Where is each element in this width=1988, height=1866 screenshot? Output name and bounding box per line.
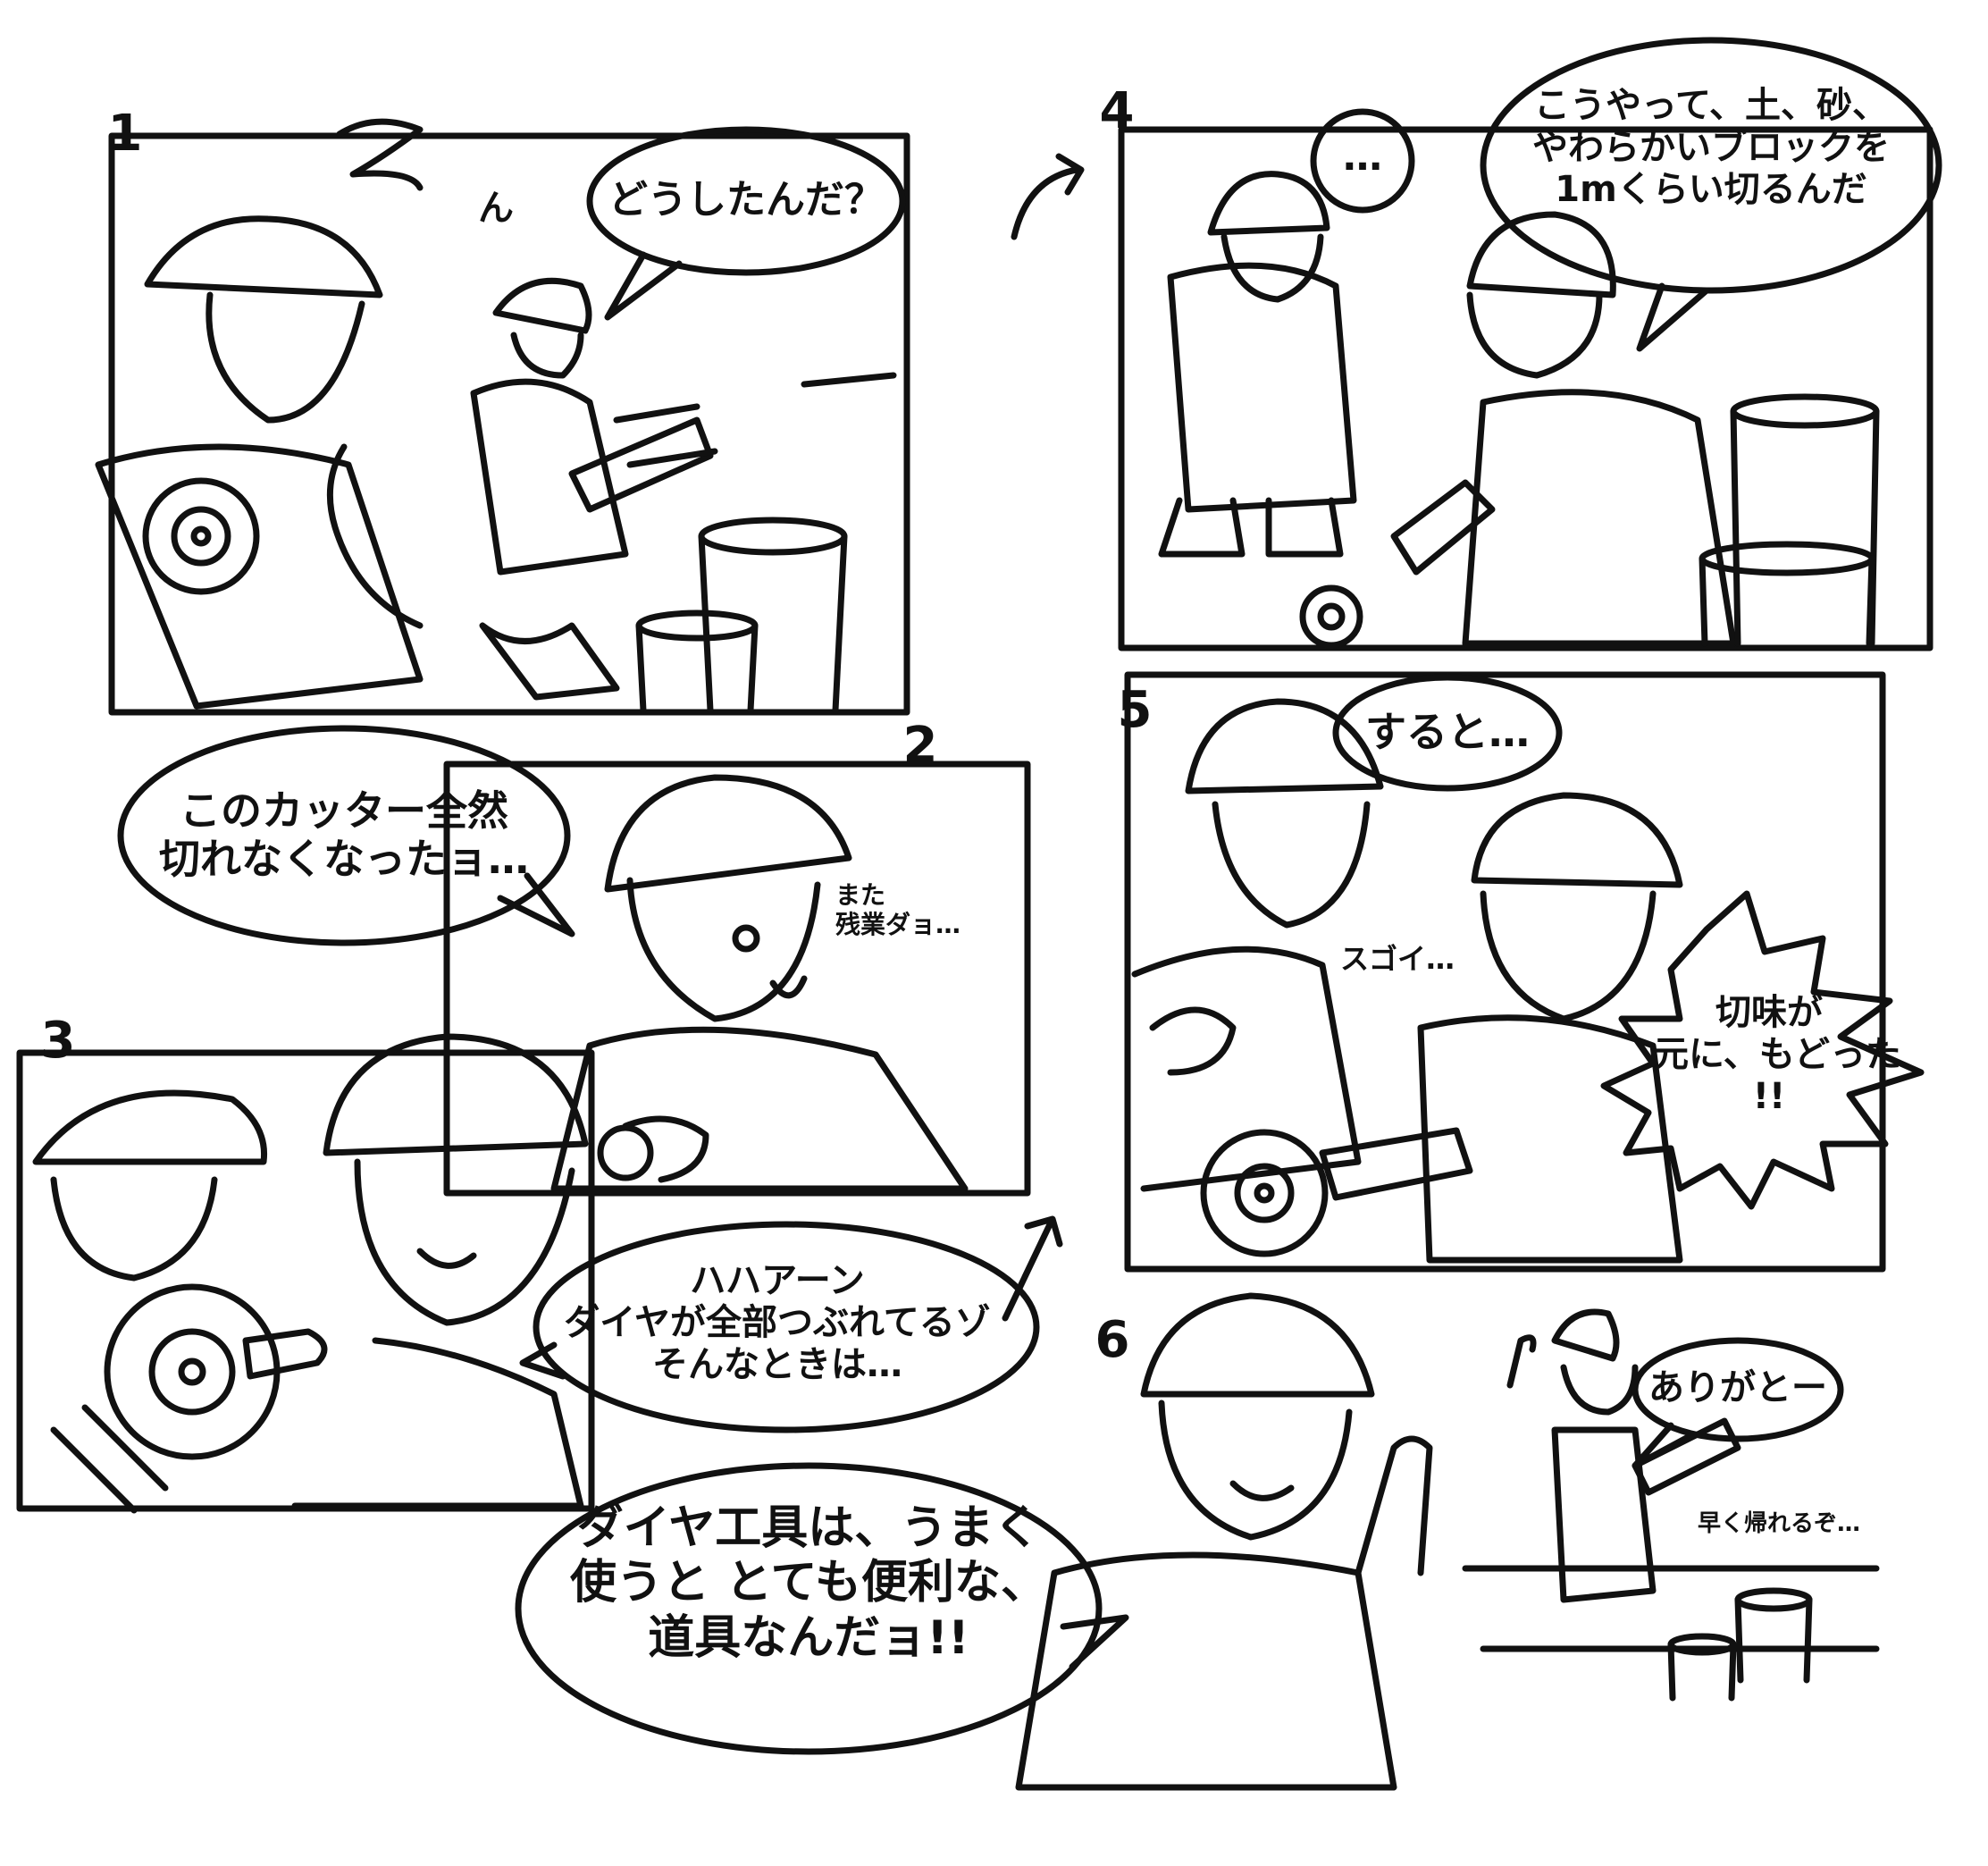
aside-p5: スゴイ… [1340,942,1455,976]
thought-p4: … [1343,134,1382,180]
panel-4-frame [1118,126,1933,651]
panel-number-6: 6 [1095,1311,1130,1369]
bubble-p2-outline [117,725,571,946]
arrow-3-to-5 [1002,1215,1063,1322]
panel-3-art [32,1033,589,1514]
aside-p2: また 残業ダョ… [835,880,961,940]
burst-p5-outline [1600,890,1925,1210]
panel-5-frame [1124,671,1886,1273]
panel-1-frame [108,132,910,716]
panel-number-5: 5 [1117,681,1153,739]
sfx-p1: ん [478,188,514,229]
panel-5-art [1131,698,1683,1264]
bubble-p3-outline [533,1221,1040,1433]
panel-number-4: 4 [1099,82,1135,140]
bubble-p4-thought-outline [1310,108,1415,214]
panel-number-1: 1 [107,105,143,163]
aside-p6: 早く帰れるぞ… [1698,1510,1861,1537]
speech-p4: こうやって、土、砂、 やわらかいブロックを 1mくらい切るんだ [1532,85,1890,211]
arrow-1-to-4 [1011,153,1085,240]
speech-p2: このカッター全然 切れなくなったョ… [159,786,529,884]
panel-2-frame [443,761,1031,1197]
speech-p5: すると… [1365,708,1530,756]
panel-3-frame [16,1049,595,1512]
panel-1-art [95,118,897,714]
bubble-p6-small-outline [1632,1337,1844,1442]
bubble-p5-outline [1332,674,1563,792]
speech-p6: ダイヤ工具は、うまく 使うと とても便利な、 道具なんだョ!! [570,1501,1047,1665]
speech-p1: どうしたんだ？ [608,177,884,223]
burst-p5: 切味が 元に、もどった !! [1653,992,1901,1118]
bubble-p4-outline [1480,37,1942,294]
panel-number-3: 3 [40,1012,76,1070]
bubble-p6-outline [515,1462,1103,1755]
speech-p3: ハハアーン ダイヤが全部つぶれてるゾ そんなときは… [564,1260,991,1386]
panel-2-art [550,774,969,1192]
panel-4-art [1158,171,1880,649]
bubble-p1-outline [586,126,906,276]
panel-6-art [1015,1292,1880,1791]
bubble-p6-small: ありがとー [1648,1367,1827,1408]
panel-number-2: 2 [902,717,938,775]
